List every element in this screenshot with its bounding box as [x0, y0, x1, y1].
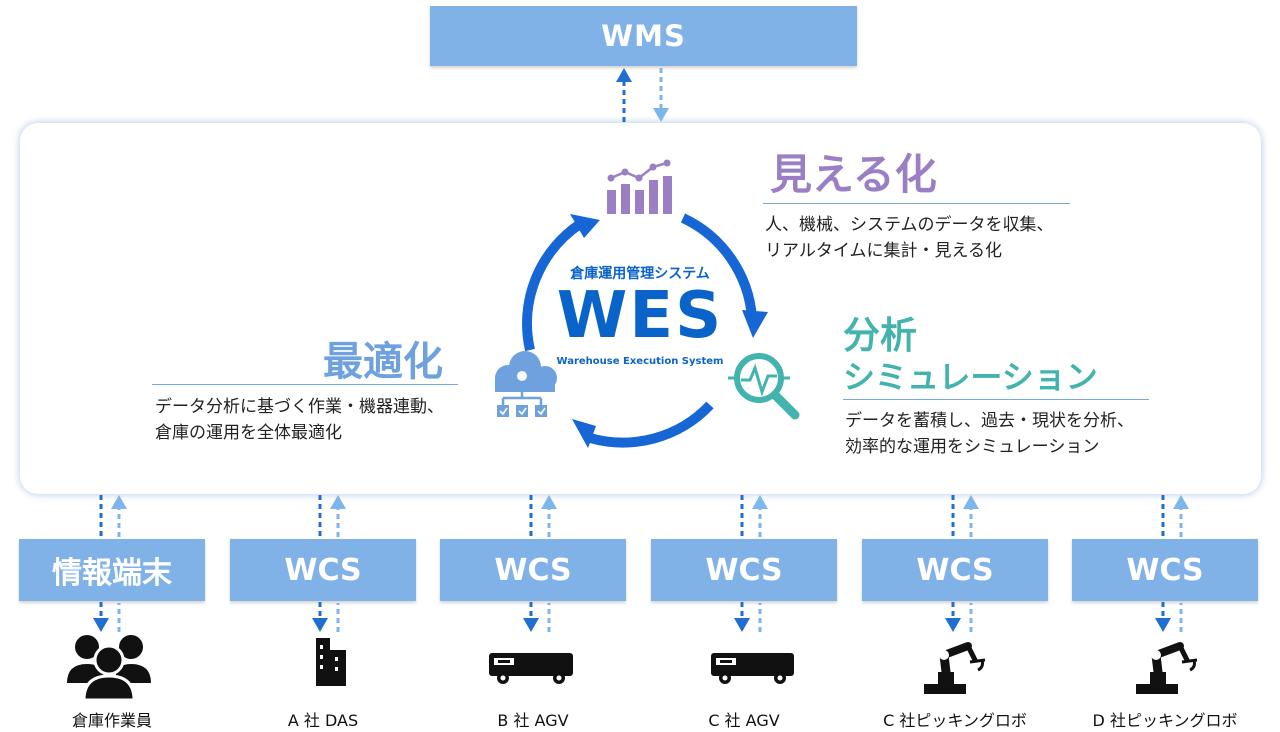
wms-box: WMS: [430, 6, 857, 66]
arrowhead: [312, 618, 328, 632]
wcs-box-c-robot: WCS: [862, 539, 1048, 601]
visualize-rule: [763, 203, 1070, 204]
optimize-description: データ分析に基づく作業・機器連動、 倉庫の運用を全体最適化: [155, 394, 444, 446]
analysis-rule: [843, 399, 1149, 400]
wcs-box-a-das: WCS: [230, 539, 416, 601]
analysis-heading: 分析: [843, 314, 917, 357]
arrowhead: [1155, 618, 1171, 632]
agv-icon: [711, 653, 794, 684]
cycle-arrows: [522, 213, 768, 448]
device-caption: A 社 DAS: [287, 711, 359, 730]
arrowhead: [963, 495, 979, 509]
analysis-line: データを蓄積し、過去・現状を分析、: [845, 411, 1134, 431]
wes-title: WES: [556, 279, 724, 353]
visualize-line: 人、機械、システムのデータを収集、: [765, 215, 1054, 235]
visualize-description: 人、機械、システムのデータを収集、 リアルタイムに集計・見える化: [765, 212, 1054, 264]
arrowhead: [752, 495, 768, 509]
device-caption: B 社 AGV: [497, 711, 569, 730]
analysis-line: 効率的な運用をシミュレーション: [845, 437, 1100, 457]
cloud-network-icon: [495, 351, 557, 417]
arrowhead: [111, 495, 127, 509]
arrowhead: [330, 495, 346, 509]
box-label: 情報端末: [52, 556, 172, 591]
analysis-description: データを蓄積し、過去・現状を分析、 効率的な運用をシミュレーション: [845, 408, 1134, 460]
wes-panel: [20, 123, 1261, 494]
robot-arm-icon: [924, 642, 986, 694]
arrowhead: [734, 618, 750, 632]
arrowhead: [541, 495, 557, 509]
device-caption: C 社ピッキングロボ: [883, 711, 1027, 730]
device-caption: C 社 AGV: [708, 711, 780, 730]
optimize-line: 倉庫の運用を全体最適化: [155, 423, 342, 443]
device-caption: D 社ピッキングロボ: [1092, 711, 1238, 730]
box-label: WCS: [916, 552, 994, 588]
wes-english: Warehouse Execution System: [556, 356, 724, 367]
wms-connection-arrows: [616, 68, 669, 122]
robot-arm-icon: [1136, 642, 1198, 694]
wcs-box-d-robot: WCS: [1072, 539, 1258, 601]
wcs-box-c-agv: WCS: [651, 539, 837, 601]
box-label: WCS: [1126, 552, 1204, 588]
device-caption: 倉庫作業員: [71, 711, 152, 730]
arrowhead: [1173, 495, 1189, 509]
arrowhead: [523, 618, 539, 632]
box-label: WCS: [284, 552, 362, 588]
optimize-rule: [152, 384, 458, 385]
building-icon: [316, 638, 346, 686]
arrowhead: [945, 618, 961, 632]
bar-chart-icon: [607, 159, 672, 214]
agv-icon: [489, 653, 573, 684]
box-label: WCS: [705, 552, 783, 588]
wes-subtitle: 倉庫運用管理システム: [570, 266, 710, 282]
box-label: WCS: [494, 552, 572, 588]
optimize-line: データ分析に基づく作業・機器連動、: [155, 397, 444, 417]
optimize-heading: 最適化: [323, 339, 443, 385]
info-terminal-box: 情報端末: [19, 539, 205, 601]
wcs-box-b-agv: WCS: [440, 539, 626, 601]
box-to-device-arrows: [93, 602, 1183, 632]
visualize-heading: 見える化: [770, 150, 937, 199]
arrowhead: [93, 618, 109, 632]
visualize-line: リアルタイムに集計・見える化: [765, 241, 1002, 261]
wes-to-box-arrows: [99, 495, 1189, 537]
workers-icon: [67, 635, 151, 702]
simulation-heading: シミュレーション: [843, 358, 1098, 396]
magnifier-icon: [728, 353, 800, 420]
wms-label: WMS: [601, 19, 686, 53]
